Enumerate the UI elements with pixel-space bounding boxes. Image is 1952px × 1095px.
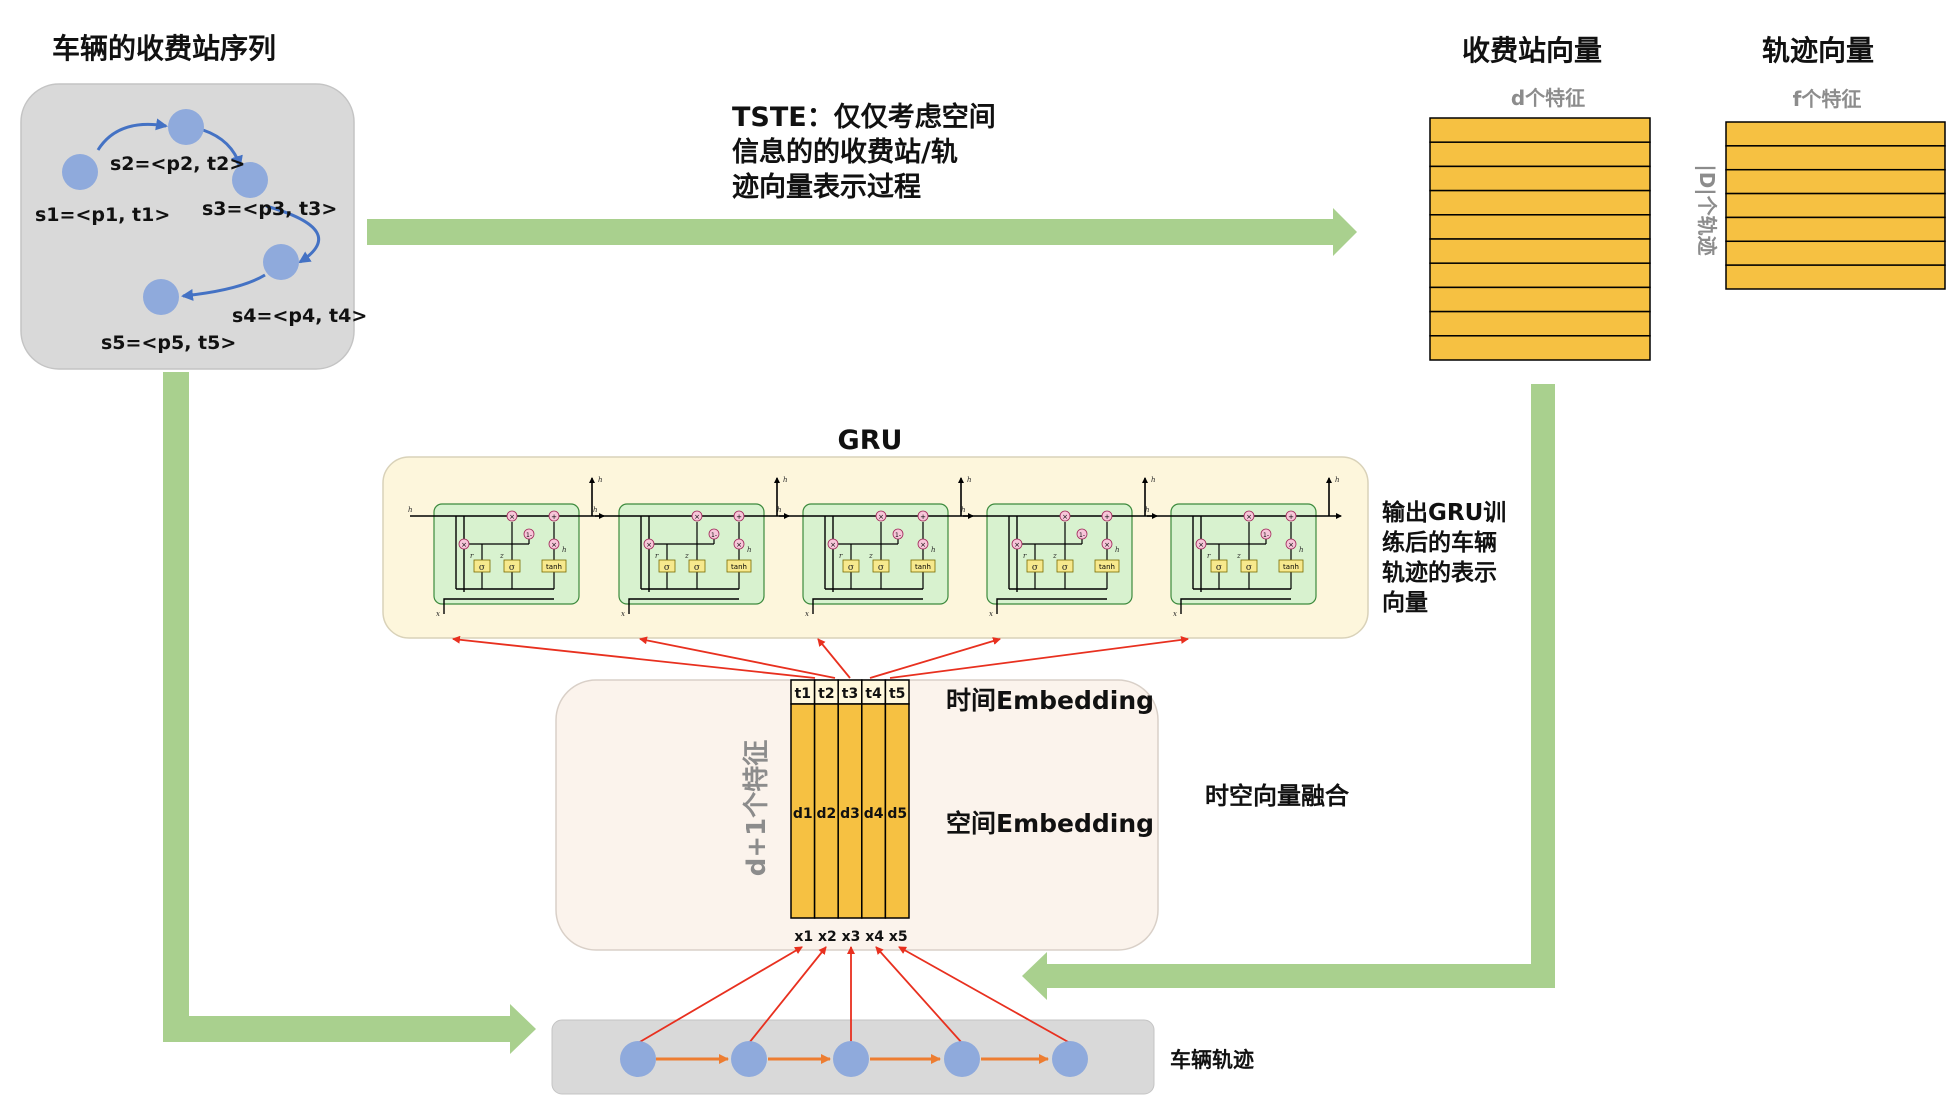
trajectory-strip: 车辆轨迹 [551, 946, 1254, 1095]
space-embedding-label: 空间Embedding [946, 809, 1154, 838]
stop-label-s2: s2=<p2, t2> [110, 153, 245, 175]
embedding-to-gru-arrows [452, 635, 1189, 679]
time-embedding-label: 时间Embedding [946, 686, 1154, 715]
station-vector-row [1429, 310, 1651, 337]
sequence-node-s2 [168, 109, 204, 145]
gru-output-line-1: 输出GRU训 [1382, 499, 1506, 526]
fusion-side-label: 时空向量融合 [1205, 782, 1350, 810]
trajectory-node-2 [731, 1041, 767, 1077]
trajectory-vector-row [1725, 216, 1946, 243]
trajectory-vector-row [1725, 145, 1946, 171]
input-label: x5 [889, 929, 908, 945]
station-vector-rows [1429, 117, 1651, 361]
gru-output-line-3: 轨迹的表示 [1382, 559, 1497, 586]
stop-label-s1: s1=<p1, t1> [35, 204, 170, 226]
gru-panel: GRU 输出GRU训 练后的车辆 轨迹的表示 向量 [382, 425, 1506, 639]
input-label: x3 [842, 929, 861, 945]
station-vector-title: 收费站向量 [1462, 34, 1602, 67]
input-label: x4 [865, 929, 884, 945]
sequence-node-s4 [263, 244, 299, 280]
trajectory-vector-row [1725, 121, 1946, 147]
gru-output-line-2: 练后的车辆 [1382, 529, 1497, 556]
station-vector-row [1429, 117, 1651, 143]
trajectory-vector-title: 轨迹向量 [1762, 34, 1874, 67]
trajectory-label: 车辆轨迹 [1170, 1048, 1254, 1072]
sequence-node-s3 [232, 162, 268, 198]
tste-line-1: TSTE：仅仅考虑空间 [732, 101, 996, 133]
station-vector-row [1429, 165, 1651, 192]
station-vector-row [1429, 262, 1651, 289]
station-vector-row [1429, 335, 1651, 361]
sequence-node-s5 [143, 279, 179, 315]
station-vector-matrix: 收费站向量 d个特征 [1429, 34, 1651, 361]
dim-label: d1 [793, 806, 813, 822]
stop-label-s3: s3=<p3, t3> [202, 198, 337, 220]
dim-label: d3 [840, 806, 860, 822]
dim-label: d5 [887, 806, 907, 822]
sequence-node-s1 [62, 154, 98, 190]
stop-label-s5: s5=<p5, t5> [101, 332, 236, 354]
time-label: t3 [842, 686, 858, 702]
trajectory-vector-cols-label: f个特征 [1793, 87, 1862, 111]
green-flow-arrows [163, 208, 1555, 1054]
feature-height-label: d+1个特征 [741, 740, 772, 877]
station-vector-cols-label: d个特征 [1511, 86, 1585, 110]
sequence-panel: 车辆的收费站序列 s1=<p1, t1> s2=<p2, t2> s3=<p3,… [20, 32, 367, 370]
trajectory-node-3 [833, 1041, 869, 1077]
station-vector-row [1429, 238, 1651, 264]
time-label: t2 [818, 686, 834, 702]
trajectory-vector-matrix: 轨迹向量 f个特征 |D|个轨迹 [1695, 34, 1946, 290]
trajectory-vector-row [1725, 240, 1946, 266]
stop-label-s4: s4=<p4, t4> [232, 305, 367, 327]
trajectory-node-4 [944, 1041, 980, 1077]
trajectory-vector-rows [1725, 121, 1946, 290]
trajectory-to-embedding-arrows [637, 946, 1071, 1044]
input-label: x2 [818, 929, 837, 945]
trajectory-vector-row [1725, 168, 1946, 195]
trajectory-node-1 [620, 1041, 656, 1077]
dim-label: d4 [864, 806, 884, 822]
tste-caption: TSTE：仅仅考虑空间 信息的的收费站/轨 迹向量表示过程 [732, 101, 996, 203]
gru-output-line-4: 向量 [1382, 589, 1428, 616]
dim-label: d2 [817, 806, 837, 822]
tste-line-3: 迹向量表示过程 [732, 171, 921, 203]
embedding-columns: t1 d1 x1 t2 d2 x2 t3 d3 x3 t4 d4 x4 t5 d5 x5 [790, 679, 910, 945]
time-label: t4 [865, 686, 882, 702]
trajectory-vector-row [1725, 192, 1946, 219]
fusion-panel: t1 d1 x1 t2 d2 x2 t3 d3 x3 t4 d4 x4 t5 d5 x5 时间Embeddi… [555, 679, 1350, 951]
tste-line-2: 信息的的收费站/轨 [732, 136, 958, 168]
trajectory-node-5 [1052, 1041, 1088, 1077]
trajectory-vector-row [1725, 264, 1946, 290]
time-label: t5 [889, 686, 905, 702]
space-embedding-cell [884, 703, 910, 919]
station-vector-row [1429, 214, 1651, 240]
trajectory-vector-rows-label: |D|个轨迹 [1695, 164, 1719, 255]
station-vector-row [1429, 189, 1651, 216]
gru-title: GRU [838, 425, 903, 456]
sequence-title: 车辆的收费站序列 [52, 32, 276, 65]
input-label: x1 [794, 929, 813, 945]
station-vector-row [1429, 286, 1651, 313]
station-vector-row [1429, 141, 1651, 168]
time-label: t1 [795, 686, 811, 702]
